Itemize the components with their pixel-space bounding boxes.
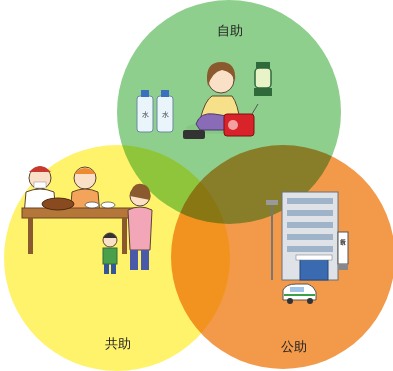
circle-title: 自助 — [217, 22, 243, 40]
bottle-label: 水 — [142, 112, 149, 119]
circle-fill — [171, 145, 393, 369]
circle-title: 公助 — [281, 338, 307, 356]
self-help-illustration — [137, 62, 272, 139]
venn-circle: 公助 — [171, 145, 393, 369]
circle-outline — [171, 145, 393, 369]
bottle-label: 水 — [162, 112, 169, 119]
mutual-help-illustration — [22, 166, 152, 274]
public-help-illustration — [266, 192, 348, 304]
circle-title: 共助 — [105, 335, 131, 353]
